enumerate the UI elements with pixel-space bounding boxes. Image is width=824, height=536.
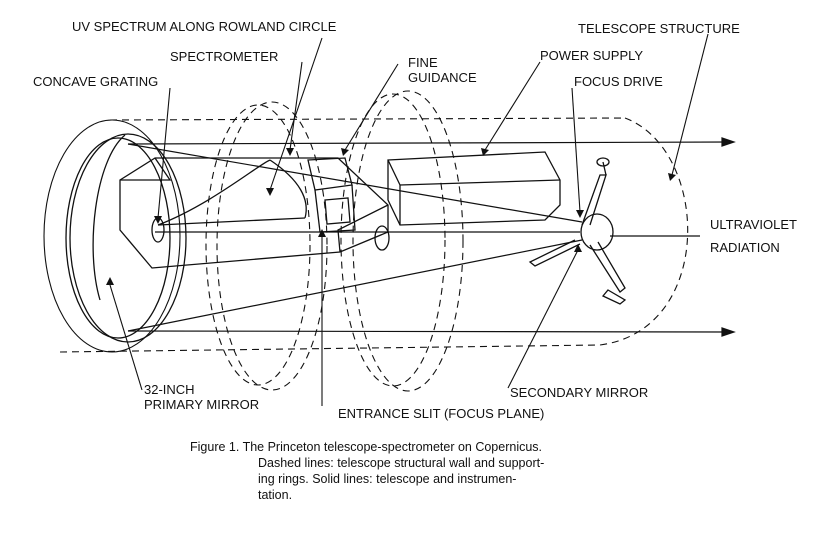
- label-uv-spectrum: UV SPECTRUM ALONG ROWLAND CIRCLE: [72, 19, 337, 34]
- label-fine-guidance-line2: GUIDANCE: [408, 70, 477, 85]
- label-ultraviolet-line2: RADIATION: [710, 240, 780, 255]
- label-primary-mirror-line2: PRIMARY MIRROR: [144, 397, 260, 412]
- rowland-fan: [157, 159, 307, 226]
- label-focus-drive: FOCUS DRIVE: [574, 74, 663, 89]
- fine-guidance-block: [307, 157, 356, 233]
- caption-line4: tation.: [258, 488, 293, 502]
- leader-lines: [109, 33, 709, 406]
- spectrometer-box: [119, 157, 389, 269]
- label-telescope-structure: TELESCOPE STRUCTURE: [578, 21, 740, 36]
- caption-line1: Figure 1. The Princeton telescope-spectr…: [190, 440, 543, 454]
- label-fine-guidance-line1: FINE: [408, 55, 438, 70]
- primary-mirror: [65, 133, 187, 343]
- label-primary-mirror-line1: 32-INCH: [144, 382, 195, 397]
- label-concave-grating: CONCAVE GRATING: [33, 74, 159, 89]
- label-ultraviolet-line1: ULTRAVIOLET: [710, 217, 797, 232]
- label-spectrometer: SPECTROMETER: [170, 49, 279, 64]
- label-secondary-mirror: SECONDARY MIRROR: [510, 385, 649, 400]
- entrance-slit-body: [374, 225, 390, 251]
- secondary-mirror-assembly: [528, 157, 627, 305]
- light-rays: [127, 137, 736, 337]
- structural-wall: [43, 117, 689, 353]
- label-entrance-slit: ENTRANCE SLIT (FOCUS PLANE): [338, 406, 545, 421]
- leader-arrowheads: [106, 148, 676, 285]
- caption-line2: Dashed lines: telescope structural wall …: [258, 456, 545, 470]
- label-power-supply: POWER SUPPLY: [540, 48, 644, 63]
- power-supply-box: [387, 151, 561, 226]
- support-rings: [205, 90, 464, 392]
- caption-line3: ing rings. Solid lines: telescope and in…: [258, 472, 517, 486]
